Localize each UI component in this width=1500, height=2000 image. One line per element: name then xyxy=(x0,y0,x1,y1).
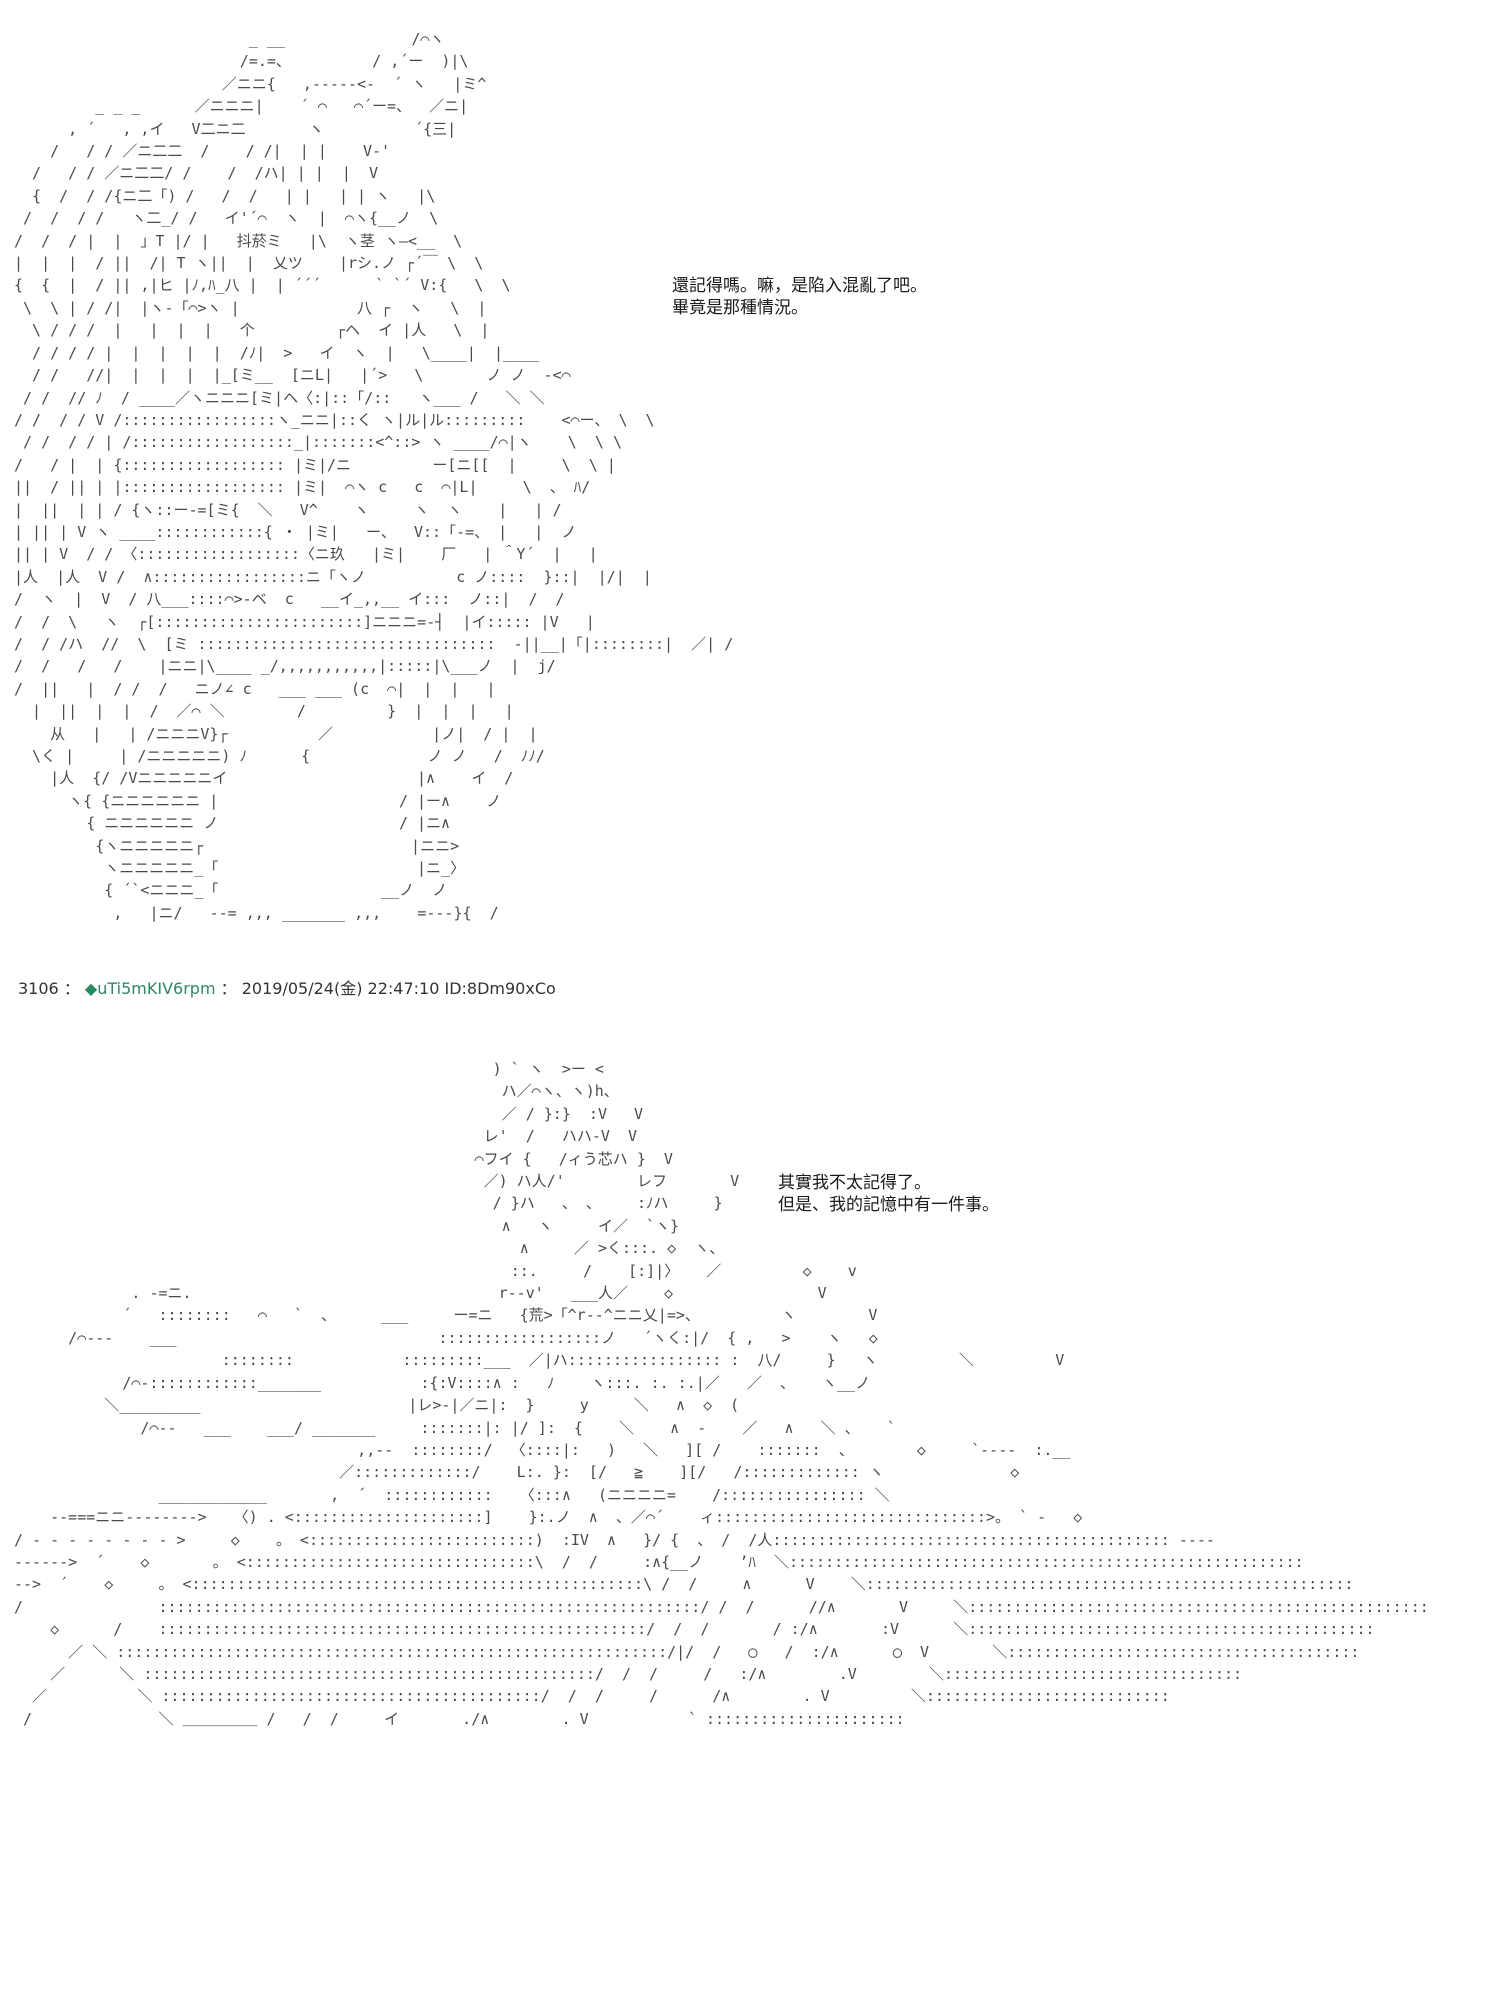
dialog-top: 還記得嗎。嘛，是陷入混亂了吧。 畢竟是那種情況。 xyxy=(672,275,927,319)
ascii-art-bottom: ) ` ヽ >ー < ハ／⌒ヽ、ヽ)h、 ／ / }:} :V V レ' xyxy=(14,1060,1429,1728)
dialog-bottom: 其實我不太記得了。 但是、我的記憶中有一件事。 xyxy=(778,1172,999,1216)
diamond-icon: ◆ xyxy=(84,979,98,998)
separator: ： xyxy=(220,979,237,998)
ascii-art-top: _ __ /⌒ヽ /=.=、 / ,´ー )|\ ／ニニ{ ,-‐---<- ´… xyxy=(14,30,734,922)
post-id: ID:8Dm90xCo xyxy=(444,979,556,998)
trip-link[interactable]: uTi5mKIV6rpm xyxy=(97,979,216,998)
post-datetime: 2019/05/24(金) 22:47:10 xyxy=(241,979,440,998)
dialog-line: 其實我不太記得了。 xyxy=(778,1173,931,1193)
post-number: 3106 xyxy=(18,979,59,998)
dialog-line: 畢竟是那種情況。 xyxy=(672,298,808,318)
separator: ： xyxy=(63,979,80,998)
dialog-line: 但是、我的記憶中有一件事。 xyxy=(778,1195,999,1215)
post-header: 3106 ： ◆uTi5mKIV6rpm ： 2019/05/24(金) 22:… xyxy=(18,978,556,1000)
dialog-line: 還記得嗎。嘛，是陷入混亂了吧。 xyxy=(672,276,927,296)
